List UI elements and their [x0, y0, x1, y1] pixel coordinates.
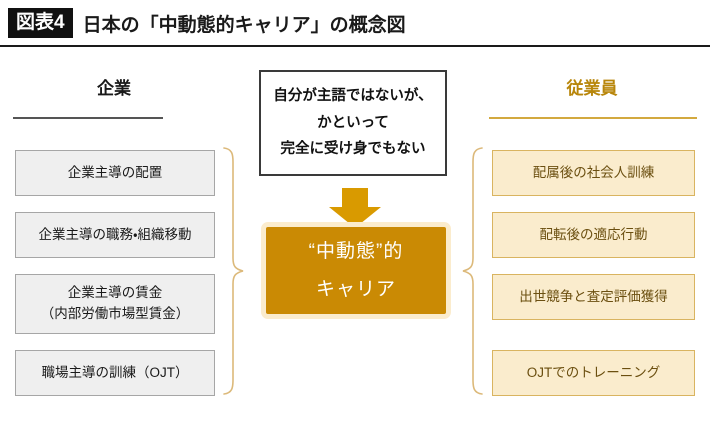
list-item: 職場主導の訓練（OJT） — [15, 350, 215, 396]
list-item: 配属後の社会人訓練 — [492, 150, 695, 196]
callout-box: 自分が主語ではないが、 かといって 完全に受け身でもない — [259, 70, 447, 176]
arrow-shaft — [342, 188, 368, 208]
left-brace-icon — [221, 146, 247, 396]
column-heading-company: 企業 — [97, 79, 131, 98]
page-title: 図表4 日本の「中動態的キャリア」の概念図 — [8, 8, 406, 38]
item-line: OJTでのトレーニング — [526, 364, 661, 380]
list-item: 出世競争と査定評価獲得 — [492, 274, 695, 320]
title-divider — [0, 45, 710, 47]
figure-number-badge: 図表4 — [8, 8, 73, 38]
list-item: 企業主導の配置 — [15, 150, 215, 196]
list-item: 企業主導の賃金 （内部労働市場型賃金） — [15, 274, 215, 334]
list-item: OJTでのトレーニング — [492, 350, 695, 396]
result-line: キャリア — [315, 278, 396, 300]
item-line: 配転後の適応行動 — [539, 226, 648, 242]
item-line: 企業主導の配置 — [67, 164, 163, 180]
list-item: 企業主導の職務・組織移動 — [15, 212, 215, 258]
item-line: 職場主導の訓練（OJT） — [41, 364, 189, 380]
callout-line: かといって — [317, 114, 389, 131]
result-line: “中動態”的 — [308, 241, 404, 263]
right-brace-icon — [459, 146, 485, 396]
figure-title-text: 日本の「中動態的キャリア」の概念図 — [82, 14, 406, 36]
column-heading-employee-rule — [489, 117, 697, 119]
item-line: 企業主導の賃金 — [67, 285, 163, 301]
callout-line: 自分が主語ではないが、 — [273, 87, 433, 104]
item-line: 企業主導の職務・組織移動 — [38, 226, 192, 242]
column-heading-company-rule — [13, 117, 163, 119]
callout-line: 完全に受け身でもない — [280, 141, 426, 158]
item-line: 配属後の社会人訓練 — [532, 164, 655, 180]
result-box: “中動態”的 キャリア — [261, 222, 451, 319]
item-line: 出世競争と査定評価獲得 — [519, 288, 668, 304]
list-item: 配転後の適応行動 — [492, 212, 695, 258]
column-heading-employee: 従業員 — [566, 79, 618, 98]
item-line: （内部労働市場型賃金） — [40, 306, 190, 321]
